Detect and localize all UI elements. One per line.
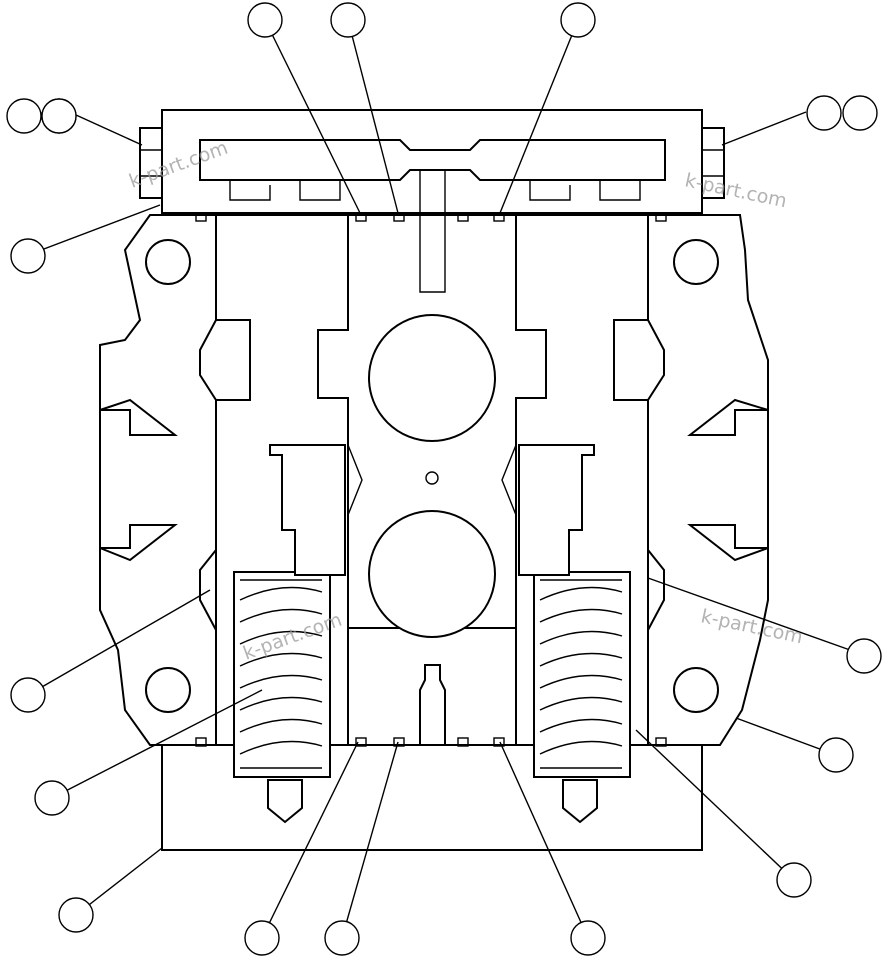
callout-marker <box>41 98 77 134</box>
left-spool <box>199 214 349 778</box>
spring-left <box>239 579 323 769</box>
callout-marker <box>806 95 842 131</box>
callout-marker <box>247 2 283 38</box>
callout-marker <box>818 737 854 773</box>
spring-right <box>539 579 623 769</box>
callout-marker <box>842 95 878 131</box>
callout-marker <box>330 2 366 38</box>
callout-marker <box>10 677 46 713</box>
hex-plug-left <box>139 127 163 199</box>
o-ring-seals <box>195 212 667 747</box>
mounting-hole-bottom-left <box>145 667 191 713</box>
callout-marker <box>244 920 280 956</box>
callout-marker <box>776 862 812 898</box>
callout-marker <box>570 920 606 956</box>
top-cover-plate <box>161 109 703 214</box>
callouts <box>6 2 882 956</box>
leader-lines <box>27 19 865 939</box>
hex-plug-right <box>701 127 725 199</box>
callout-marker <box>58 897 94 933</box>
callout-marker <box>34 780 70 816</box>
callout-marker <box>10 238 46 274</box>
check-ball-upper <box>368 314 496 442</box>
mounting-hole-bottom-right <box>673 667 719 713</box>
center-orifice <box>425 471 439 485</box>
check-ball-lower <box>368 510 496 638</box>
mounting-hole-top-left <box>145 239 191 285</box>
callout-marker <box>846 638 882 674</box>
side-ribs <box>99 398 769 562</box>
callout-marker <box>560 2 596 38</box>
callout-marker <box>6 98 42 134</box>
mounting-hole-top-right <box>673 239 719 285</box>
callout-marker <box>324 920 360 956</box>
